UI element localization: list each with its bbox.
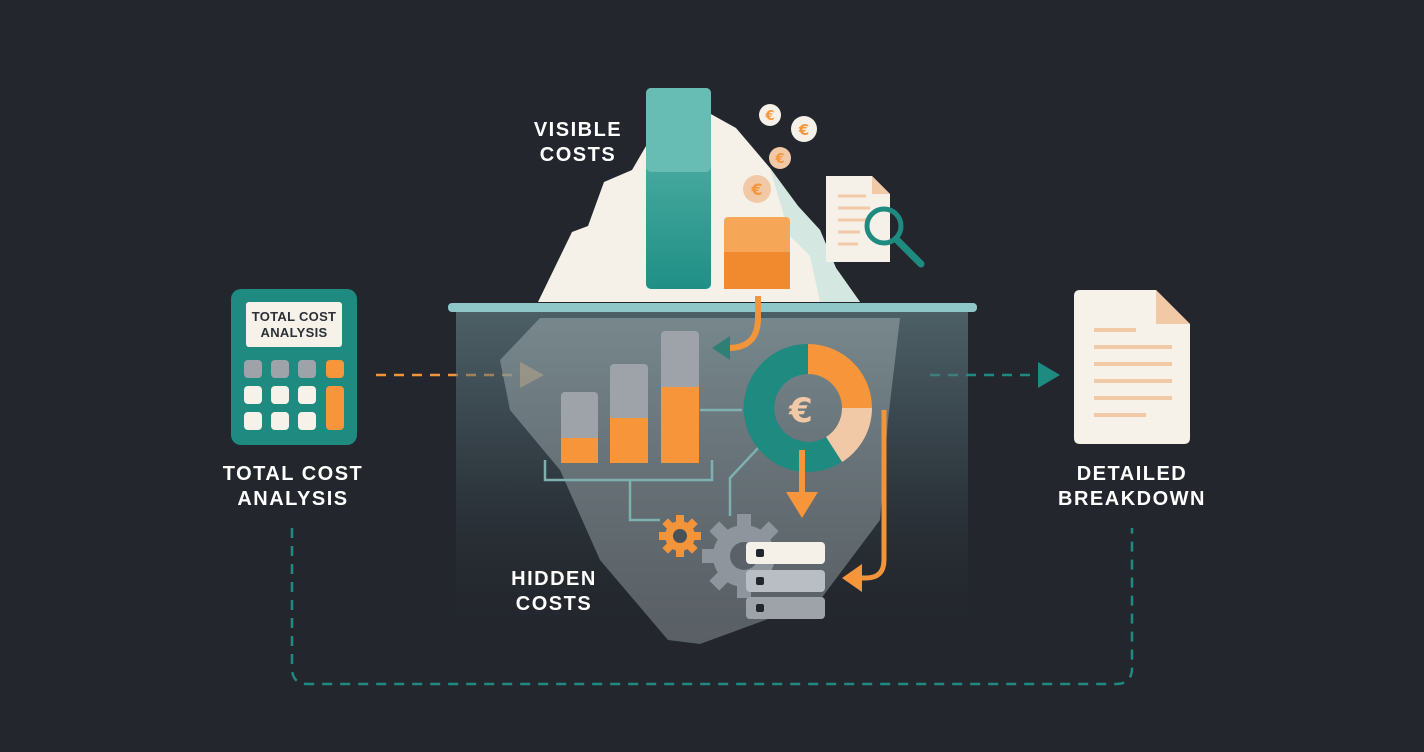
visible-costs-label-line-1: VISIBLE: [533, 119, 623, 141]
calculator-screen: [246, 302, 342, 347]
detailed-breakdown-label: DETAILED BREAKDOWN: [1040, 462, 1224, 512]
svg-text:€: €: [788, 391, 813, 431]
hidden-costs-label-line-1: HIDDEN: [511, 568, 597, 590]
orange-return-arrow: [842, 410, 887, 592]
visible-costs-label-line-2: COSTS: [539, 144, 617, 166]
visible-cost-bars: [646, 88, 790, 289]
hidden-costs-label: HIDDEN COSTS: [484, 567, 624, 617]
document-magnifier-icon: [826, 176, 925, 268]
total-cost-label-line-1: TOTAL COST: [222, 463, 364, 485]
svg-text:€: €: [798, 121, 809, 139]
total-cost-analysis-label: TOTAL COST ANALYSIS: [200, 462, 386, 512]
euro-coin-icons: € € € €: [743, 104, 817, 203]
calculator-screen-line-1: TOTAL COST: [252, 309, 337, 324]
euro-donut-chart-icon: €: [743, 343, 872, 518]
svg-text:€: €: [764, 109, 774, 124]
svg-text:€: €: [750, 180, 762, 199]
svg-text:€: €: [774, 152, 784, 167]
server-stack-icon: [746, 542, 825, 619]
orange-curve-arrow: [712, 296, 761, 360]
detailed-breakdown-label-line-2: BREAKDOWN: [1058, 488, 1206, 510]
calculator-screen-line-2: ANALYSIS: [261, 325, 328, 340]
total-cost-label-line-2: ANALYSIS: [237, 488, 349, 510]
visible-costs-label: VISIBLE COSTS: [508, 118, 648, 168]
calculator-icon: TOTAL COST ANALYSIS: [231, 289, 357, 445]
waterline: [448, 303, 977, 312]
detailed-breakdown-label-line-1: DETAILED: [1076, 463, 1188, 485]
document-icon: [1074, 290, 1190, 444]
hidden-cost-bars: [543, 331, 761, 522]
hidden-costs-label-line-2: COSTS: [515, 593, 593, 615]
